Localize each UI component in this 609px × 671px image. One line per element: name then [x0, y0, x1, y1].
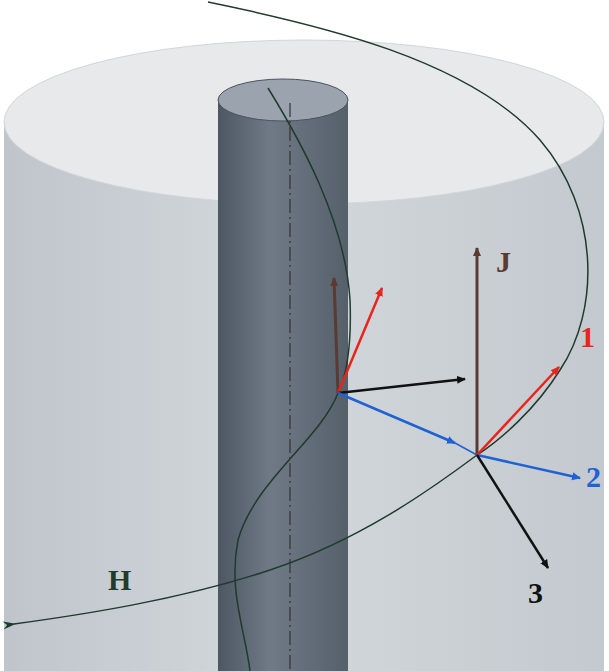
vector-label: J: [496, 247, 511, 277]
axis-number: 1: [580, 322, 595, 352]
curve-label: H: [108, 565, 131, 595]
axis-number: 2: [586, 462, 601, 492]
axis-number: 3: [528, 578, 543, 608]
